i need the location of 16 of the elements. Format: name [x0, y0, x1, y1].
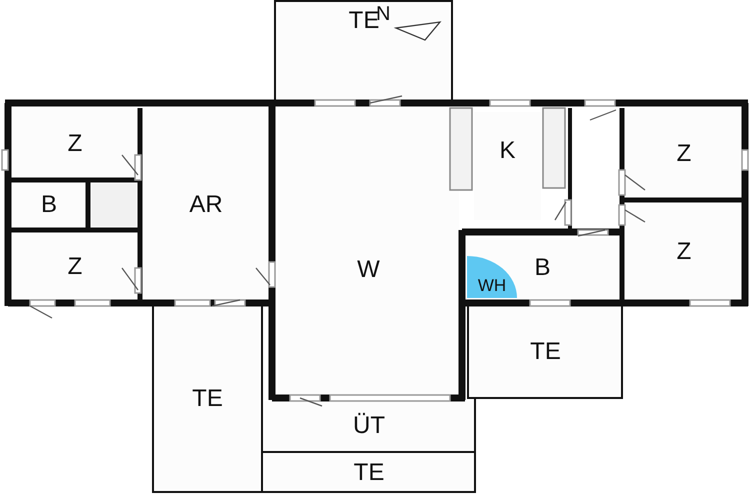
closet — [91, 183, 137, 227]
room-label: TE — [354, 458, 384, 486]
room-label: K — [499, 137, 516, 165]
room-label: ÜT — [353, 412, 385, 440]
room-label: Z — [68, 252, 82, 280]
room-label: AR — [189, 190, 223, 218]
room-label: TE — [192, 385, 223, 413]
room-label: Z — [68, 130, 82, 158]
room-label: Z — [676, 140, 692, 168]
room-label: W — [357, 256, 380, 284]
north-label: N — [376, 3, 390, 25]
room-label: WH — [478, 276, 506, 296]
room-label: Z — [676, 238, 692, 266]
room-label: B — [40, 191, 57, 219]
room-label: TE — [530, 338, 561, 366]
room-label: B — [534, 254, 550, 282]
